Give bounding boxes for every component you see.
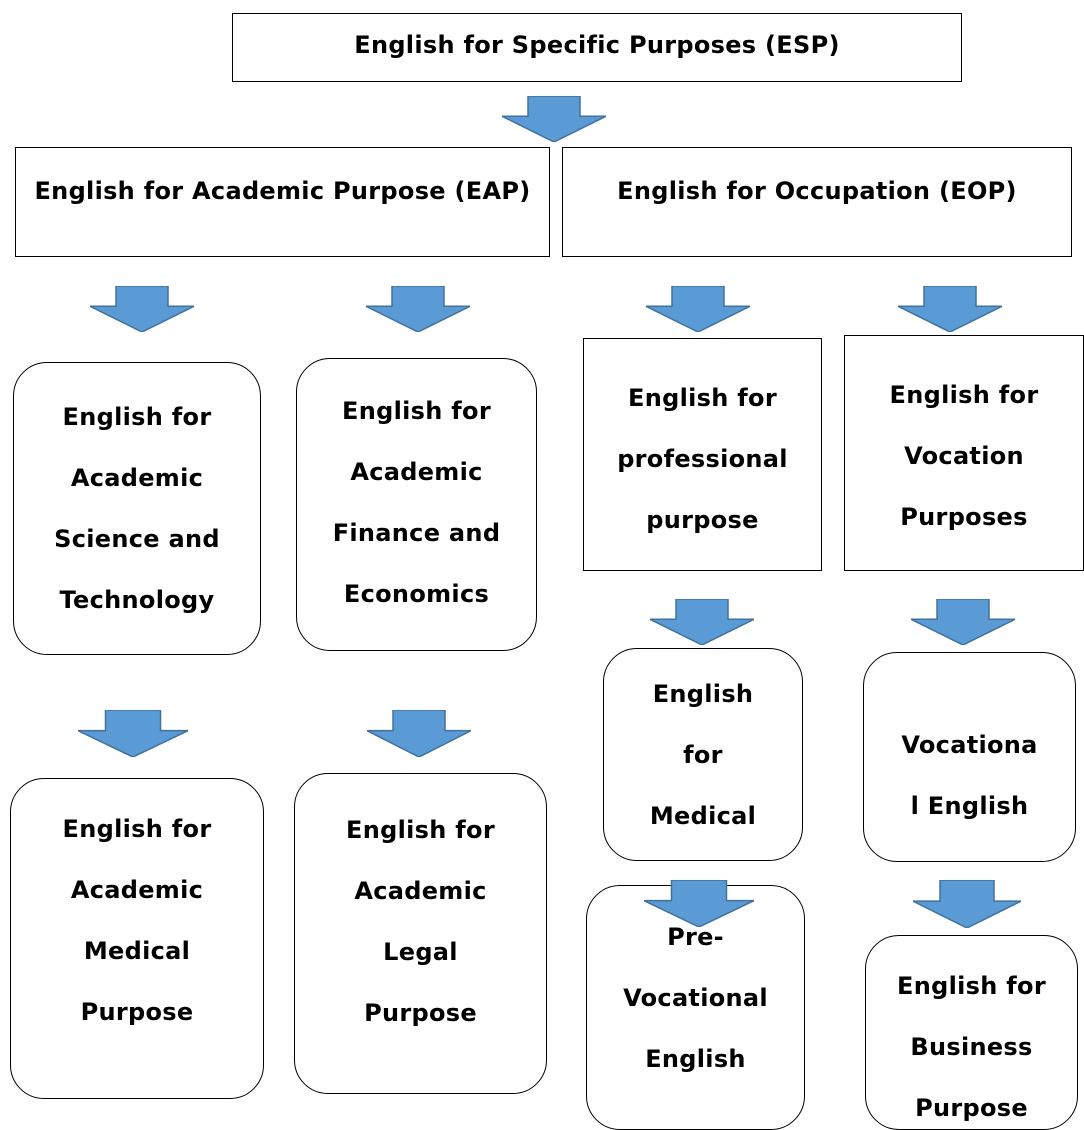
down-arrow-icon xyxy=(898,286,1002,332)
vocational-english-label: Vocationa l English xyxy=(901,731,1038,820)
down-arrow-icon xyxy=(90,286,194,332)
down-arrow-icon xyxy=(911,599,1015,645)
academic-science-technology-label: English for Academic Science and Technol… xyxy=(54,403,220,614)
down-arrow-icon xyxy=(913,880,1021,928)
down-arrow-icon xyxy=(646,286,750,332)
academic-medical-purpose-box: English for Academic Medical Purpose xyxy=(10,778,264,1099)
vocation-purposes-box: English for Vocation Purposes xyxy=(844,335,1084,571)
down-arrow-icon xyxy=(502,96,606,142)
pre-vocational-english-label: Pre- Vocational English xyxy=(623,923,768,1073)
eop-label: English for Occupation (EOP) xyxy=(617,177,1017,205)
vocation-purposes-label: English for Vocation Purposes xyxy=(889,381,1039,531)
down-arrow-icon xyxy=(367,710,471,757)
business-purpose-box: English for Business Purpose xyxy=(865,935,1078,1130)
vocational-english-box: Vocationa l English xyxy=(863,652,1076,862)
professional-purpose-label: English for professional purpose xyxy=(617,384,788,534)
pre-vocational-english-box: Pre- Vocational English xyxy=(586,885,805,1130)
academic-medical-purpose-label: English for Academic Medical Purpose xyxy=(62,815,212,1026)
academic-legal-purpose-label: English for Academic Legal Purpose xyxy=(346,816,495,1027)
down-arrow-icon xyxy=(644,880,754,927)
academic-science-technology-box: English for Academic Science and Technol… xyxy=(13,362,261,655)
eap-box: English for Academic Purpose (EAP) xyxy=(15,147,550,257)
eap-label: English for Academic Purpose (EAP) xyxy=(34,177,531,205)
down-arrow-icon xyxy=(78,710,188,757)
eop-box: English for Occupation (EOP) xyxy=(562,147,1072,257)
business-purpose-label: English for Business Purpose xyxy=(897,972,1046,1122)
esp-root-box: English for Specific Purposes (ESP) xyxy=(232,13,962,82)
esp-root-label: English for Specific Purposes (ESP) xyxy=(354,31,840,59)
down-arrow-icon xyxy=(366,286,470,332)
academic-legal-purpose-box: English for Academic Legal Purpose xyxy=(294,773,547,1094)
down-arrow-icon xyxy=(650,599,754,645)
academic-finance-economics-label: English for Academic Finance and Economi… xyxy=(332,397,501,608)
english-for-medical-label: English for Medical xyxy=(649,680,757,830)
professional-purpose-box: English for professional purpose xyxy=(583,338,822,571)
academic-finance-economics-box: English for Academic Finance and Economi… xyxy=(296,358,537,651)
english-for-medical-box: English for Medical xyxy=(603,648,803,861)
